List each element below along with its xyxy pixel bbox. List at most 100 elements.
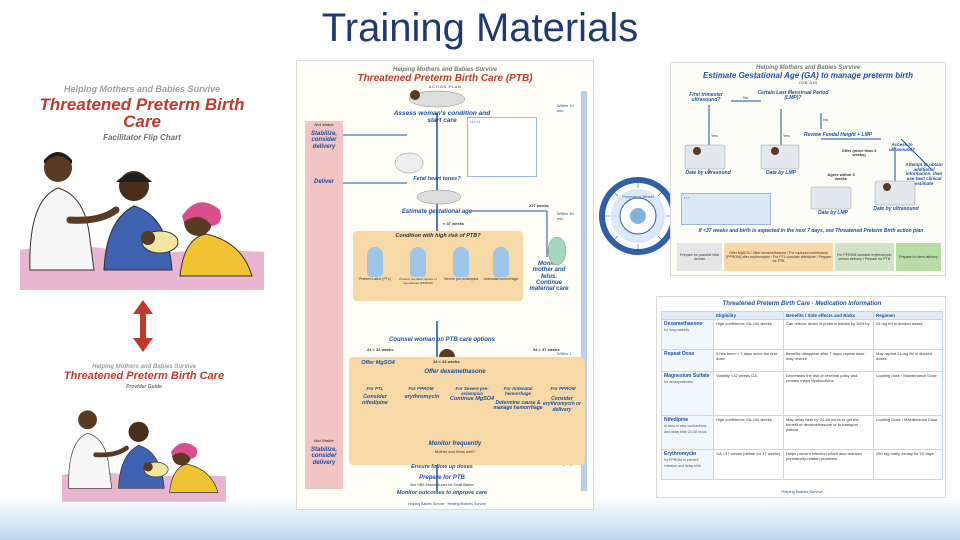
ja-date-us-2: Date by ultrasound (873, 206, 919, 212)
table-row: Repeat Dose If has been > 7 days since t… (661, 349, 943, 372)
slide-title: Training Materials (321, 6, 639, 50)
side-deliver: Deliver (313, 179, 334, 185)
med-regimen: 24 mg IM in divided doses (873, 319, 943, 350)
med-regimen: 250 mg orally 4x/day for 10 days (873, 449, 943, 480)
pregnancy-wheel-icon: Pregnancy Wheel (599, 177, 677, 255)
node-monitor-sub: Mother and fetus well? (434, 449, 476, 454)
flip-chart-subtitle: Facilitator Flip Chart (103, 133, 181, 142)
med-benefit: Decreases the risk of cerebral palsy and… (783, 371, 874, 416)
node-fetal: Fetal heart tones? (413, 176, 461, 182)
med-benefit: May delay birth by 24-48 hours to get th… (783, 415, 874, 450)
job-aid-subtitle: JOB AID (798, 80, 818, 85)
timeline-30min: Within 30 min (557, 211, 574, 221)
ja-outcome-demise: Prepare for possible fetal demise (677, 243, 723, 271)
ja-agree: Agree within 3 weeks (827, 172, 855, 182)
medication-table: Eligibility Benefits / Side effects and … (661, 311, 943, 480)
side-monitor-mother: Monitor mother and fetus. Continue mater… (529, 261, 569, 293)
node-prepare-sub: See HBS Essential care for Small Babies (410, 483, 474, 487)
side-stabilize: Stabilize, consider delivery (310, 131, 337, 150)
med-drug-use: for neuroprotection (664, 380, 694, 384)
ja-date-lmp-2: Date by LMP (817, 210, 848, 216)
node-counsel: Counsel woman on PTB care options (388, 337, 495, 343)
job-aid-outcomes: Prepare for possible fetal demise Offer … (677, 243, 941, 271)
med-elig: Viability <32 weeks GA (713, 371, 784, 416)
med-col-benefits: Benefits / Side effects and Risks (783, 311, 874, 320)
flip-chart-title: Threatened Preterm Birth Care (39, 95, 245, 131)
ja-attempt: Attempt to obtain additional information… (905, 162, 943, 186)
med-drug-use: to slow or stop contractions and delay b… (664, 424, 707, 434)
double-arrow-icon (133, 300, 153, 352)
action-plan-subtitle: ACTION PLAN (428, 84, 462, 89)
provider-guide-illustration (62, 410, 226, 502)
ja-review: Review Fundal Height + LMP (803, 132, 873, 138)
node-condition: Condition with high risk of PTB? (395, 233, 481, 239)
med-benefit: Can reduce death in preterm babies by 30… (783, 319, 874, 350)
job-aid-illustrations (684, 144, 916, 210)
node-ensure: Ensure follow up doses (411, 464, 473, 470)
node-for-pprom-2: For PPROM (550, 386, 576, 391)
flip-chart-illustration (20, 152, 264, 290)
node-for-antenatal: For Antenatal hemorrhage (503, 386, 533, 396)
med-elig: If has been > 7 days since the first dos… (713, 349, 784, 372)
job-aid-document: Helping Mothers and Babies Survive Estim… (670, 62, 946, 276)
job-aid-title: Estimate Gestational Age (GA) to manage … (703, 71, 913, 80)
node-offer-dexa: Offer dexamethasone (424, 369, 486, 375)
conditions-panel: Condition with high risk of PTB? Preterm… (353, 231, 523, 301)
node-offer-mgso4: Offer MgSO4 (361, 360, 395, 366)
job-aid-note-text: • • • (684, 196, 690, 200)
ja-yes-1: Yes (711, 133, 718, 138)
job-aid-note-box: • • • (681, 193, 771, 225)
ja-date-us: Date by ultrasound (685, 170, 731, 176)
med-drug-use: for PPROM to prevent infection and delay… (664, 458, 701, 468)
node-for-severe: For Severe pre-eclampsia (455, 386, 489, 396)
ja-no-2: No (823, 117, 829, 122)
node-monitor-freq: Monitor frequently (428, 441, 482, 447)
med-col-regimen: Regimen (873, 311, 943, 320)
treatments-panel: Offer MgSO4 24 < 34 weeks Offer dexameth… (349, 357, 585, 465)
conditions-list: Preterm Labor (PTL) Preterm pre-labor ru… (357, 247, 519, 297)
med-drug-use: for lung maturity (664, 328, 690, 332)
condition-preeclampsia: Severe pre-eclampsia (443, 247, 479, 297)
med-drug-name: Dexamethasone (664, 321, 703, 327)
node-prepare: Prepare for PTB (419, 475, 465, 481)
node-nifedipine: Consider nifedipine (362, 394, 388, 406)
flip-chart-cover: Helping Mothers and Babies Survive Threa… (20, 84, 264, 290)
side-not-stable: Not stable (314, 122, 334, 127)
provider-guide-subtitle: Provider Guide (126, 384, 162, 390)
action-plan-footer: Helping Babies Survive · Helping Mothers… (408, 502, 486, 506)
node-assess: Assess woman's condition and start care (393, 110, 491, 124)
med-col-drug (661, 311, 714, 320)
action-plan-timeline (581, 91, 587, 491)
medication-footer: Helping Babies Survive (781, 489, 823, 494)
side-not-stable-2: Not Stable (314, 438, 334, 443)
med-elig: High confidence GA <34 weeks (713, 415, 784, 450)
action-plan-org: Helping Mothers and Babies Survive (392, 67, 498, 73)
med-drug-name: Repeat Dose (664, 351, 695, 357)
timeline-10min: Within 10 min (557, 103, 574, 113)
med-col-eligibility: Eligibility (713, 311, 784, 320)
node-determine-cause: Determine cause & manage hemorrhage (493, 400, 543, 412)
action-plan-side-column (305, 121, 343, 489)
ja-no-1: No (743, 95, 749, 100)
ja-outcome-preterm: Offer MgSO4 / Offer dexamethasone / For … (724, 243, 833, 271)
label-lt37: < 37 weeks (443, 221, 465, 226)
med-regimen: Loading Dose / Maintenance Dose (873, 415, 943, 450)
side-stabilize-2: Stabilize, consider delivery (310, 447, 337, 466)
condition-ptl: Preterm Labor (PTL) (357, 247, 393, 297)
ja-outcome-pprom: For PPROM consider erythromycin versus d… (834, 243, 894, 271)
ja-offer: Offer (more than 3 weeks) (841, 148, 877, 158)
ja-outcome-term: Prepare for term delivery (895, 243, 941, 271)
provider-guide-title: Threatened Preterm Birth Care (63, 370, 225, 382)
ja-lmp: Certain Last Menstrual Period (LMP)? (757, 90, 829, 102)
action-plan-guidance-box: • • • • • (467, 117, 537, 177)
node-monitor-outcomes: Monitor outcomes to improve care (396, 490, 488, 496)
med-benefit: Benefits disappear after 7 days; repeat … (783, 349, 874, 372)
provider-guide-org: Helping Mothers and Babies Survive (91, 364, 197, 370)
med-regimen: Loading dose / Maintenance Dose (873, 371, 943, 416)
condition-hemorrhage: Antenatal hemorrhage (483, 247, 519, 297)
ja-yes-2: Yes (783, 133, 790, 138)
medication-header-row: Eligibility Benefits / Side effects and … (661, 311, 943, 320)
